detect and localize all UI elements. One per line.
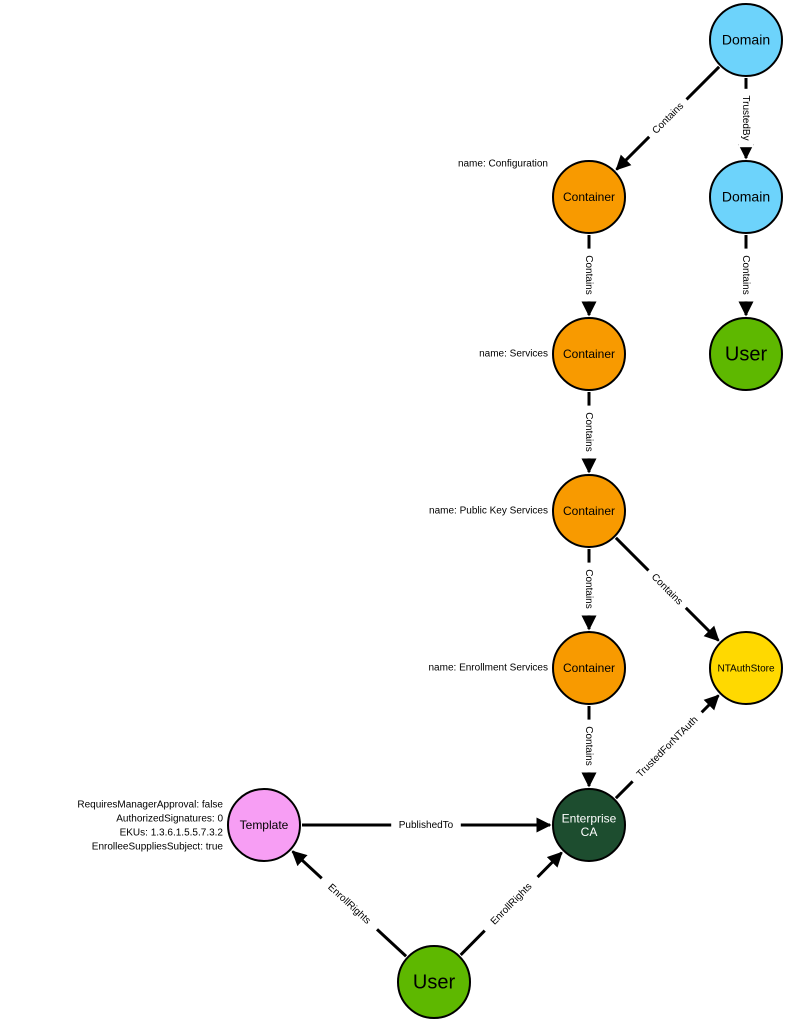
container-node-circle[interactable]: [552, 317, 626, 391]
properties-layer: name: Configuration name: Services name: P…: [77, 159, 548, 853]
ntauthstore-node-circle[interactable]: [709, 631, 783, 705]
edge-label: EnrollRights: [489, 881, 535, 927]
node-label: CA: [581, 825, 598, 839]
edge-e11[interactable]: EnrollRights: [291, 850, 408, 958]
node-label: Domain: [722, 32, 770, 48]
property-label: RequiresManagerApproval: false: [77, 800, 223, 811]
domain-node-circle[interactable]: [709, 3, 783, 77]
edge-label: Contains: [583, 255, 594, 294]
edge-e6[interactable]: Contains: [581, 549, 597, 631]
properties-container-config: name: Configuration: [458, 159, 548, 170]
edge-e7[interactable]: Contains: [614, 536, 720, 642]
edge-e3[interactable]: Contains: [738, 235, 754, 317]
edge-label-group: EnrollRights: [316, 873, 382, 935]
edge-label-group: TrustedBy: [739, 88, 753, 148]
edge-label-group: Contains: [582, 248, 596, 302]
edge-label-background: [644, 94, 692, 142]
container-node-circle[interactable]: [552, 160, 626, 234]
property-label: EKUs: 1.3.6.1.5.5.7.3.2: [120, 828, 224, 839]
domain-node-circle[interactable]: [709, 160, 783, 234]
node-label: Template: [240, 818, 289, 832]
node-label: Container: [563, 190, 615, 204]
node-user-top[interactable]: User: [709, 317, 783, 391]
node-container-pks[interactable]: Container: [552, 474, 626, 548]
node-template[interactable]: Template: [227, 788, 301, 862]
edge-label-background: [739, 248, 753, 302]
edge-label: EnrollRights: [325, 882, 372, 927]
edge-label: Contains: [583, 726, 594, 765]
node-label: Container: [563, 661, 615, 675]
node-container-enroll[interactable]: Container: [552, 631, 626, 705]
container-node-circle[interactable]: [552, 631, 626, 705]
edge-label-background: [582, 405, 596, 459]
edge-label: PublishedTo: [399, 820, 454, 831]
edge-e1[interactable]: Contains: [615, 65, 721, 171]
edge-label: Contains: [583, 569, 594, 608]
node-label: Container: [563, 504, 615, 518]
edge-e9[interactable]: TrustedForNTAuth: [614, 694, 720, 800]
user-node-circle[interactable]: [709, 317, 783, 391]
properties-template: RequiresManagerApproval: falseAuthorized…: [77, 800, 223, 853]
user-node-circle[interactable]: [397, 945, 471, 1019]
edge-label-background: [739, 88, 753, 148]
edge-label-background: [582, 248, 596, 302]
property-label: EnrolleeSuppliesSubject: true: [92, 842, 224, 853]
node-label: Domain: [722, 189, 770, 205]
property-label: AuthorizedSignatures: 0: [116, 814, 223, 825]
properties-container-enroll: name: Enrollment Services: [429, 663, 549, 674]
edge-label-background: [316, 873, 382, 935]
node-domain2[interactable]: Domain: [709, 160, 783, 234]
edge-e2[interactable]: TrustedBy: [738, 78, 754, 160]
edge-e5[interactable]: Contains: [581, 392, 597, 474]
node-label: User: [725, 343, 768, 365]
edge-label: Contains: [650, 101, 686, 137]
node-label: Container: [563, 347, 615, 361]
edge-label-group: PublishedTo: [391, 818, 461, 832]
edge-label-group: Contains: [582, 719, 596, 773]
edge-label-background: [627, 707, 707, 787]
edge-label: TrustedForNTAuth: [635, 715, 701, 781]
property-label: name: Configuration: [458, 159, 548, 170]
template-node-circle[interactable]: [227, 788, 301, 862]
properties-container-pks: name: Public Key Services: [429, 506, 548, 517]
enterprise-ca-node-circle[interactable]: [552, 788, 626, 862]
edge-label-group: Contains: [582, 562, 596, 616]
edge-e4[interactable]: Contains: [581, 235, 597, 317]
edge-label-background: [479, 872, 543, 936]
edge-label-group: Contains: [739, 248, 753, 302]
edge-e12[interactable]: EnrollRights: [459, 851, 563, 957]
edge-label-group: Contains: [643, 565, 691, 613]
node-container-services[interactable]: Container: [552, 317, 626, 391]
property-label: name: Public Key Services: [429, 506, 548, 517]
property-label: name: Services: [479, 349, 548, 360]
node-label: User: [413, 971, 456, 993]
edge-label: Contains: [583, 412, 594, 451]
node-user-bottom[interactable]: User: [397, 945, 471, 1019]
edge-label-background: [582, 719, 596, 773]
properties-container-services: name: Services: [479, 349, 548, 360]
edge-label-background: [582, 562, 596, 616]
edge-e8[interactable]: Contains: [581, 706, 597, 788]
edge-label-group: Contains: [644, 94, 692, 142]
node-domain1[interactable]: Domain: [709, 3, 783, 77]
nodes-layer: DomainDomainUserContainerContainerContai…: [227, 3, 783, 1019]
node-label: Enterprise: [562, 811, 617, 825]
edge-label: Contains: [649, 572, 685, 608]
edge-e10[interactable]: PublishedTo: [302, 817, 552, 833]
property-label: name: Enrollment Services: [429, 663, 549, 674]
container-node-circle[interactable]: [552, 474, 626, 548]
edge-label-background: [391, 818, 461, 832]
node-ntauthstore[interactable]: NTAuthStore: [709, 631, 783, 705]
node-container-config[interactable]: Container: [552, 160, 626, 234]
edge-label-background: [643, 565, 691, 613]
node-label: NTAuthStore: [717, 664, 774, 675]
edge-label-group: Contains: [582, 405, 596, 459]
edge-label: Contains: [740, 255, 751, 294]
edge-label-group: TrustedForNTAuth: [627, 707, 707, 787]
edge-label: TrustedBy: [740, 95, 751, 140]
edge-label-group: EnrollRights: [479, 872, 543, 936]
